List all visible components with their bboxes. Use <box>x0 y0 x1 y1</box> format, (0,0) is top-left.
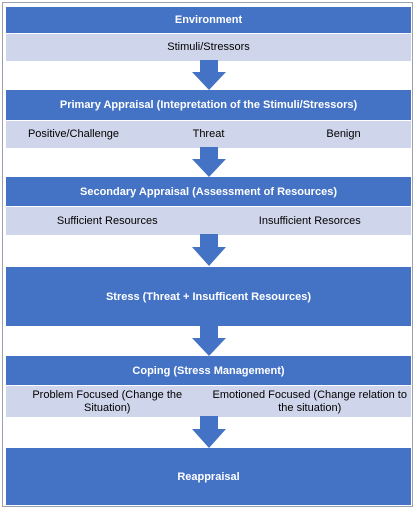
coping-subrow: Problem Focused (Change the Situation) E… <box>6 385 411 417</box>
secondary-appraisal-header: Secondary Appraisal (Assessment of Resou… <box>6 177 411 206</box>
primary-appraisal-header: Primary Appraisal (Intepretation of the … <box>6 90 411 120</box>
secondary-appraisal-subrow: Sufficient Resources Insufficient Resorc… <box>6 206 411 235</box>
down-arrow-icon <box>192 147 226 177</box>
down-arrow-icon <box>192 326 226 356</box>
environment-subrow: Stimuli/Stressors <box>6 33 411 61</box>
down-arrow-icon <box>192 60 226 90</box>
coping-item-problem: Problem Focused (Change the Situation) <box>32 388 183 414</box>
stress-box: Stress (Threat + Insufficent Resources) <box>6 267 411 326</box>
down-arrow-icon <box>192 416 226 448</box>
secondary-item-insufficient: Insufficient Resorces <box>258 214 361 227</box>
secondary-appraisal-title: Secondary Appraisal (Assessment of Resou… <box>80 185 337 198</box>
coping-title: Coping (Stress Management) <box>132 364 285 377</box>
coping-header: Coping (Stress Management) <box>6 356 411 385</box>
coping-item-emotion: Emotioned Focused (Change relation to th… <box>212 388 407 414</box>
primary-item-positive: Positive/Challenge <box>27 128 120 140</box>
primary-appraisal-subrow: Positive/Challenge Threat Benign <box>6 120 411 148</box>
environment-item: Stimuli/Stressors <box>167 41 250 53</box>
primary-item-benign: Benign <box>326 128 361 140</box>
stress-title: Stress (Threat + Insufficent Resources) <box>105 290 312 303</box>
reappraisal-box: Reappraisal <box>6 448 411 505</box>
down-arrow-icon <box>192 234 226 266</box>
reappraisal-title: Reappraisal <box>177 470 240 483</box>
environment-header: Environment <box>6 7 411 33</box>
primary-item-threat: Threat <box>192 128 225 140</box>
environment-title: Environment <box>174 14 243 26</box>
primary-appraisal-title: Primary Appraisal (Intepretation of the … <box>59 99 358 111</box>
secondary-item-sufficient: Sufficient Resources <box>56 214 158 227</box>
